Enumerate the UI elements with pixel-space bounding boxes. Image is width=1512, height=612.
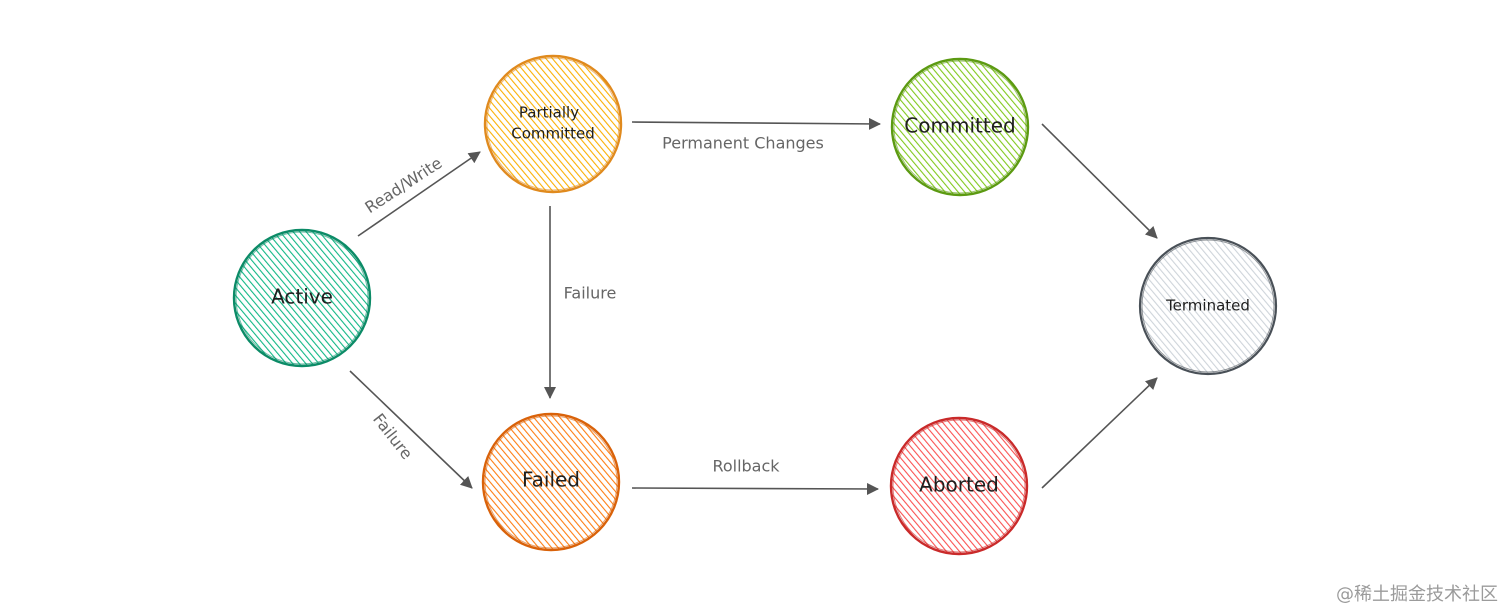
node-terminated-label: Terminated — [1165, 297, 1250, 315]
node-partially-committed-label-line2: Committed — [511, 125, 595, 143]
edge-failure-diagonal: Failure — [349, 370, 473, 489]
edge-failure-diagonal-label: Failure — [369, 410, 416, 463]
node-partially-committed-circle — [483, 54, 623, 194]
node-committed-label: Committed — [904, 114, 1015, 138]
node-active-circle — [232, 228, 372, 368]
node-aborted[interactable]: Aborted — [889, 416, 1029, 556]
node-partially-committed[interactable]: Partially Committed — [483, 54, 623, 194]
node-committed-circle — [890, 57, 1030, 197]
edge-failure-vertical: Failure — [544, 206, 617, 399]
node-aborted-circle — [889, 416, 1029, 556]
edge-rollback: Rollback — [631, 457, 879, 495]
edge-rollback-arrow — [631, 482, 879, 495]
watermark-text: @稀土掘金技术社区 — [1336, 584, 1498, 605]
edge-permanent-changes-label: Permanent Changes — [662, 134, 824, 153]
edge-committed-to-terminated-arrow — [1041, 123, 1158, 239]
node-partially-committed-label-line1: Partially — [519, 104, 579, 122]
node-failed-circle — [481, 412, 621, 552]
node-active[interactable]: Active — [232, 228, 372, 368]
node-committed[interactable]: Committed — [890, 57, 1030, 197]
edge-permanent-changes-arrow — [631, 117, 881, 130]
node-active-label: Active — [271, 285, 333, 309]
edge-aborted-to-terminated — [1041, 377, 1158, 489]
edge-read-write-arrow — [357, 151, 481, 237]
edge-failure-diagonal-arrow — [349, 370, 473, 489]
node-terminated[interactable]: Terminated — [1138, 236, 1278, 376]
node-failed[interactable]: Failed — [481, 412, 621, 552]
node-failed-label: Failed — [522, 468, 580, 492]
edge-aborted-to-terminated-arrow — [1041, 377, 1158, 489]
edge-rollback-label: Rollback — [712, 457, 780, 476]
node-terminated-circle — [1138, 236, 1278, 376]
edge-committed-to-terminated — [1041, 123, 1158, 239]
edge-permanent-changes: Permanent Changes — [631, 117, 881, 153]
edge-failure-vertical-label: Failure — [564, 284, 617, 303]
edge-read-write: Read/Write — [357, 151, 481, 237]
node-aborted-label: Aborted — [919, 473, 999, 497]
